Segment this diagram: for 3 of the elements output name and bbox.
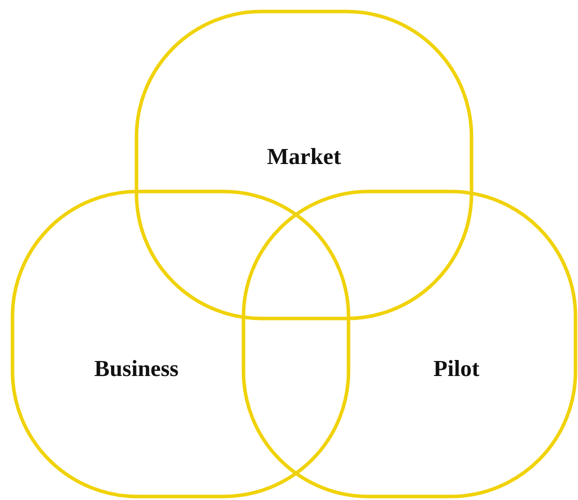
set-label: Pilot — [433, 356, 480, 382]
set-label: Business — [94, 356, 179, 382]
set-label: Market — [266, 144, 342, 170]
